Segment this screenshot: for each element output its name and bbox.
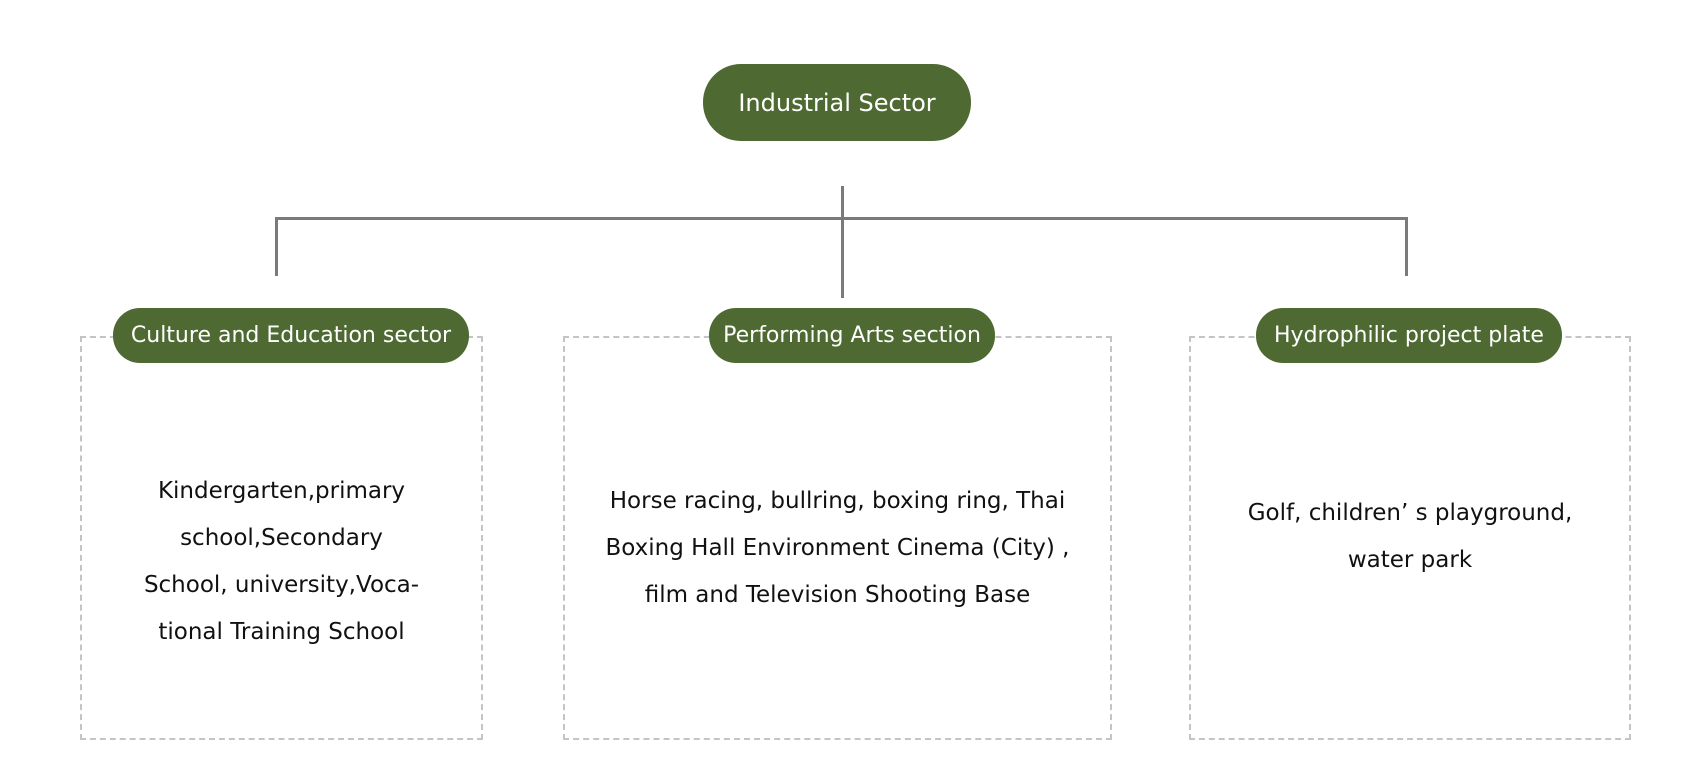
connector-right-drop [1405,217,1408,276]
sector-description-hydrophilic: Golf, children’ s playground, water park [1191,490,1629,584]
root-node: Industrial Sector [703,64,971,141]
connector-root-stem [841,186,844,218]
sector-title: Performing Arts section [723,323,981,348]
sector-node-culture-education: Culture and Education sector [113,308,469,363]
description-line: Golf, children’ s playground, [1247,500,1573,526]
root-node-label: Industrial Sector [738,88,936,117]
sector-description-performing-arts: Horse racing, bullring, boxing ring, Tha… [565,478,1110,619]
description-line: Horse racing, bullring, boxing ring, Tha… [609,488,1066,514]
description-line: Kindergarten,primary [157,478,406,504]
sector-node-performing-arts: Performing Arts section [709,308,995,363]
sector-box-performing-arts: Horse racing, bullring, boxing ring, Tha… [563,336,1112,740]
description-line: School, university,Voca- [143,572,420,598]
sector-node-hydrophilic: Hydrophilic project plate [1256,308,1562,363]
sector-title: Culture and Education sector [130,323,452,348]
description-line: film and Television Shooting Base [644,582,1031,608]
description-line: school,Secondary [180,525,383,551]
sector-description-culture-education: Kindergarten,primary school,Secondary Sc… [82,468,481,656]
description-line: tional Training School [158,619,405,645]
connector-left-drop [275,217,278,276]
sector-box-culture-education: Kindergarten,primary school,Secondary Sc… [80,336,483,740]
description-line: water park [1347,547,1473,573]
connector-center-drop [841,217,844,298]
sector-title: Hydrophilic project plate [1274,323,1544,348]
sector-box-hydrophilic: Golf, children’ s playground, water park [1189,336,1631,740]
description-line: Boxing Hall Environment Cinema (City) , [605,535,1070,561]
